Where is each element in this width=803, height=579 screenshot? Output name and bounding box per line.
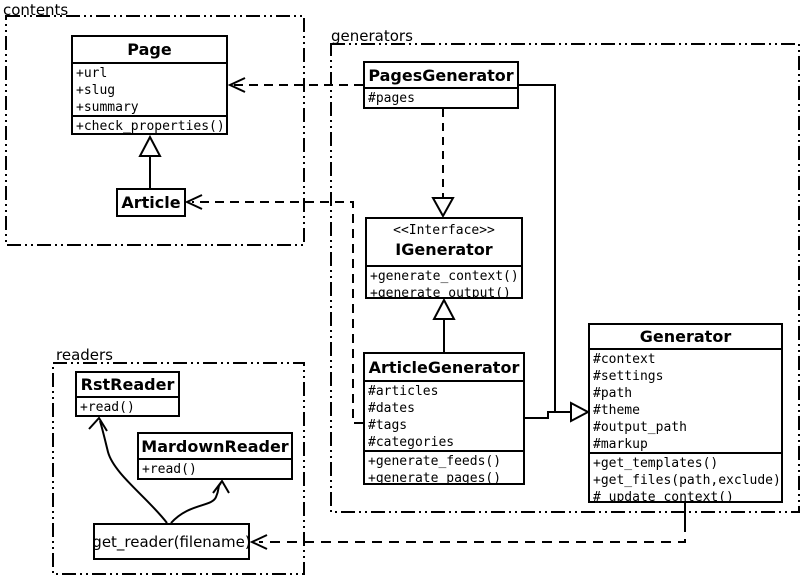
class-method: +check_properties() bbox=[76, 119, 225, 133]
getreader-to-rstreader-arrow bbox=[88, 416, 168, 524]
class-attribute: #theme bbox=[593, 403, 640, 418]
class-attribute: #tags bbox=[368, 418, 408, 433]
class-attribute: +slug bbox=[76, 83, 116, 98]
class-box-mardownreader: MardownReader +read() bbox=[137, 432, 293, 480]
class-attribute: #pages bbox=[368, 91, 415, 106]
get-reader-label: get_reader(filename) bbox=[92, 532, 251, 551]
class-attribute: #articles bbox=[368, 384, 439, 399]
methods-compartment: +read() bbox=[77, 396, 178, 415]
articlegenerator-to-igenerator-generalization bbox=[432, 297, 456, 352]
pagesgenerator-to-page-dependency bbox=[227, 77, 363, 93]
class-method: +generate_context() bbox=[370, 269, 519, 284]
class-method: +get_templates() bbox=[593, 456, 719, 471]
class-method: +read() bbox=[142, 462, 197, 477]
class-method: +get_files(path,exclude) bbox=[593, 473, 781, 488]
package-label-generators: generators bbox=[331, 27, 413, 45]
class-title: Generator bbox=[639, 327, 732, 346]
class-title: RstReader bbox=[80, 375, 175, 394]
package-label-readers: readers bbox=[56, 346, 113, 364]
attributes-compartment: #context #settings #path #theme #output_… bbox=[590, 348, 781, 452]
methods-compartment: +generate_feeds() +generate_pages() bbox=[365, 450, 523, 483]
class-stereotype: <<Interface>> bbox=[393, 223, 495, 238]
getreader-to-mardownreader-arrow bbox=[170, 479, 230, 524]
articlegenerator-to-article-dependency bbox=[184, 194, 363, 424]
class-method: +read() bbox=[80, 400, 135, 415]
class-header: <<Interface>> IGenerator bbox=[367, 219, 521, 265]
article-to-page-generalization bbox=[138, 134, 162, 188]
class-title: Page bbox=[127, 40, 172, 59]
pagesgenerator-to-igenerator-realization bbox=[431, 109, 455, 219]
methods-compartment: +read() bbox=[139, 458, 291, 478]
class-attribute: +url bbox=[76, 66, 108, 81]
class-box-generator: Generator #context #settings #path #them… bbox=[588, 323, 783, 503]
class-method: +generate_feeds() bbox=[368, 454, 502, 469]
class-title: Article bbox=[121, 193, 181, 212]
attributes-compartment: #articles #dates #tags #categories bbox=[365, 380, 523, 450]
class-title: IGenerator bbox=[395, 240, 493, 259]
class-box-rstreader: RstReader +read() bbox=[75, 371, 180, 417]
class-method: +generate_pages() bbox=[368, 471, 502, 483]
class-attribute: #dates bbox=[368, 401, 415, 416]
class-attribute: #context bbox=[593, 352, 656, 367]
class-title: PagesGenerator bbox=[368, 65, 514, 85]
class-method: #_update_context() bbox=[593, 490, 734, 501]
class-attribute: #output_path bbox=[593, 420, 687, 435]
class-attribute: #path bbox=[593, 386, 633, 401]
get-reader-box: get_reader(filename) bbox=[92, 523, 251, 560]
class-box-page: Page +url +slug +summary +check_properti… bbox=[71, 35, 228, 135]
generators-package-border bbox=[330, 43, 800, 513]
attributes-compartment: #pages bbox=[365, 87, 517, 107]
generator-to-getreader-dependency bbox=[249, 503, 686, 550]
class-box-article: Article bbox=[116, 188, 186, 217]
methods-compartment: +check_properties() bbox=[73, 115, 226, 133]
methods-compartment: +get_templates() +get_files(path,exclude… bbox=[590, 452, 781, 501]
class-title: MardownReader bbox=[141, 436, 289, 456]
class-box-articlegenerator: ArticleGenerator #articles #dates #tags … bbox=[363, 352, 525, 485]
class-method: +generate_output() bbox=[370, 286, 511, 297]
package-label-contents: contents bbox=[3, 1, 69, 19]
class-title: ArticleGenerator bbox=[368, 357, 520, 377]
readers-package-border bbox=[52, 362, 305, 575]
class-box-pagesgenerator: PagesGenerator #pages bbox=[363, 61, 519, 109]
contents-package-border bbox=[5, 15, 305, 246]
class-attribute: +summary bbox=[76, 100, 139, 115]
methods-compartment: +generate_context() +generate_output() bbox=[367, 265, 521, 297]
class-box-igenerator: <<Interface>> IGenerator +generate_conte… bbox=[365, 217, 523, 299]
class-attribute: #markup bbox=[593, 437, 648, 452]
class-attribute: #settings bbox=[593, 369, 664, 384]
generators-to-generator-generalization bbox=[519, 84, 591, 423]
attributes-compartment: +url +slug +summary bbox=[73, 62, 226, 115]
class-attribute: #categories bbox=[368, 435, 455, 450]
